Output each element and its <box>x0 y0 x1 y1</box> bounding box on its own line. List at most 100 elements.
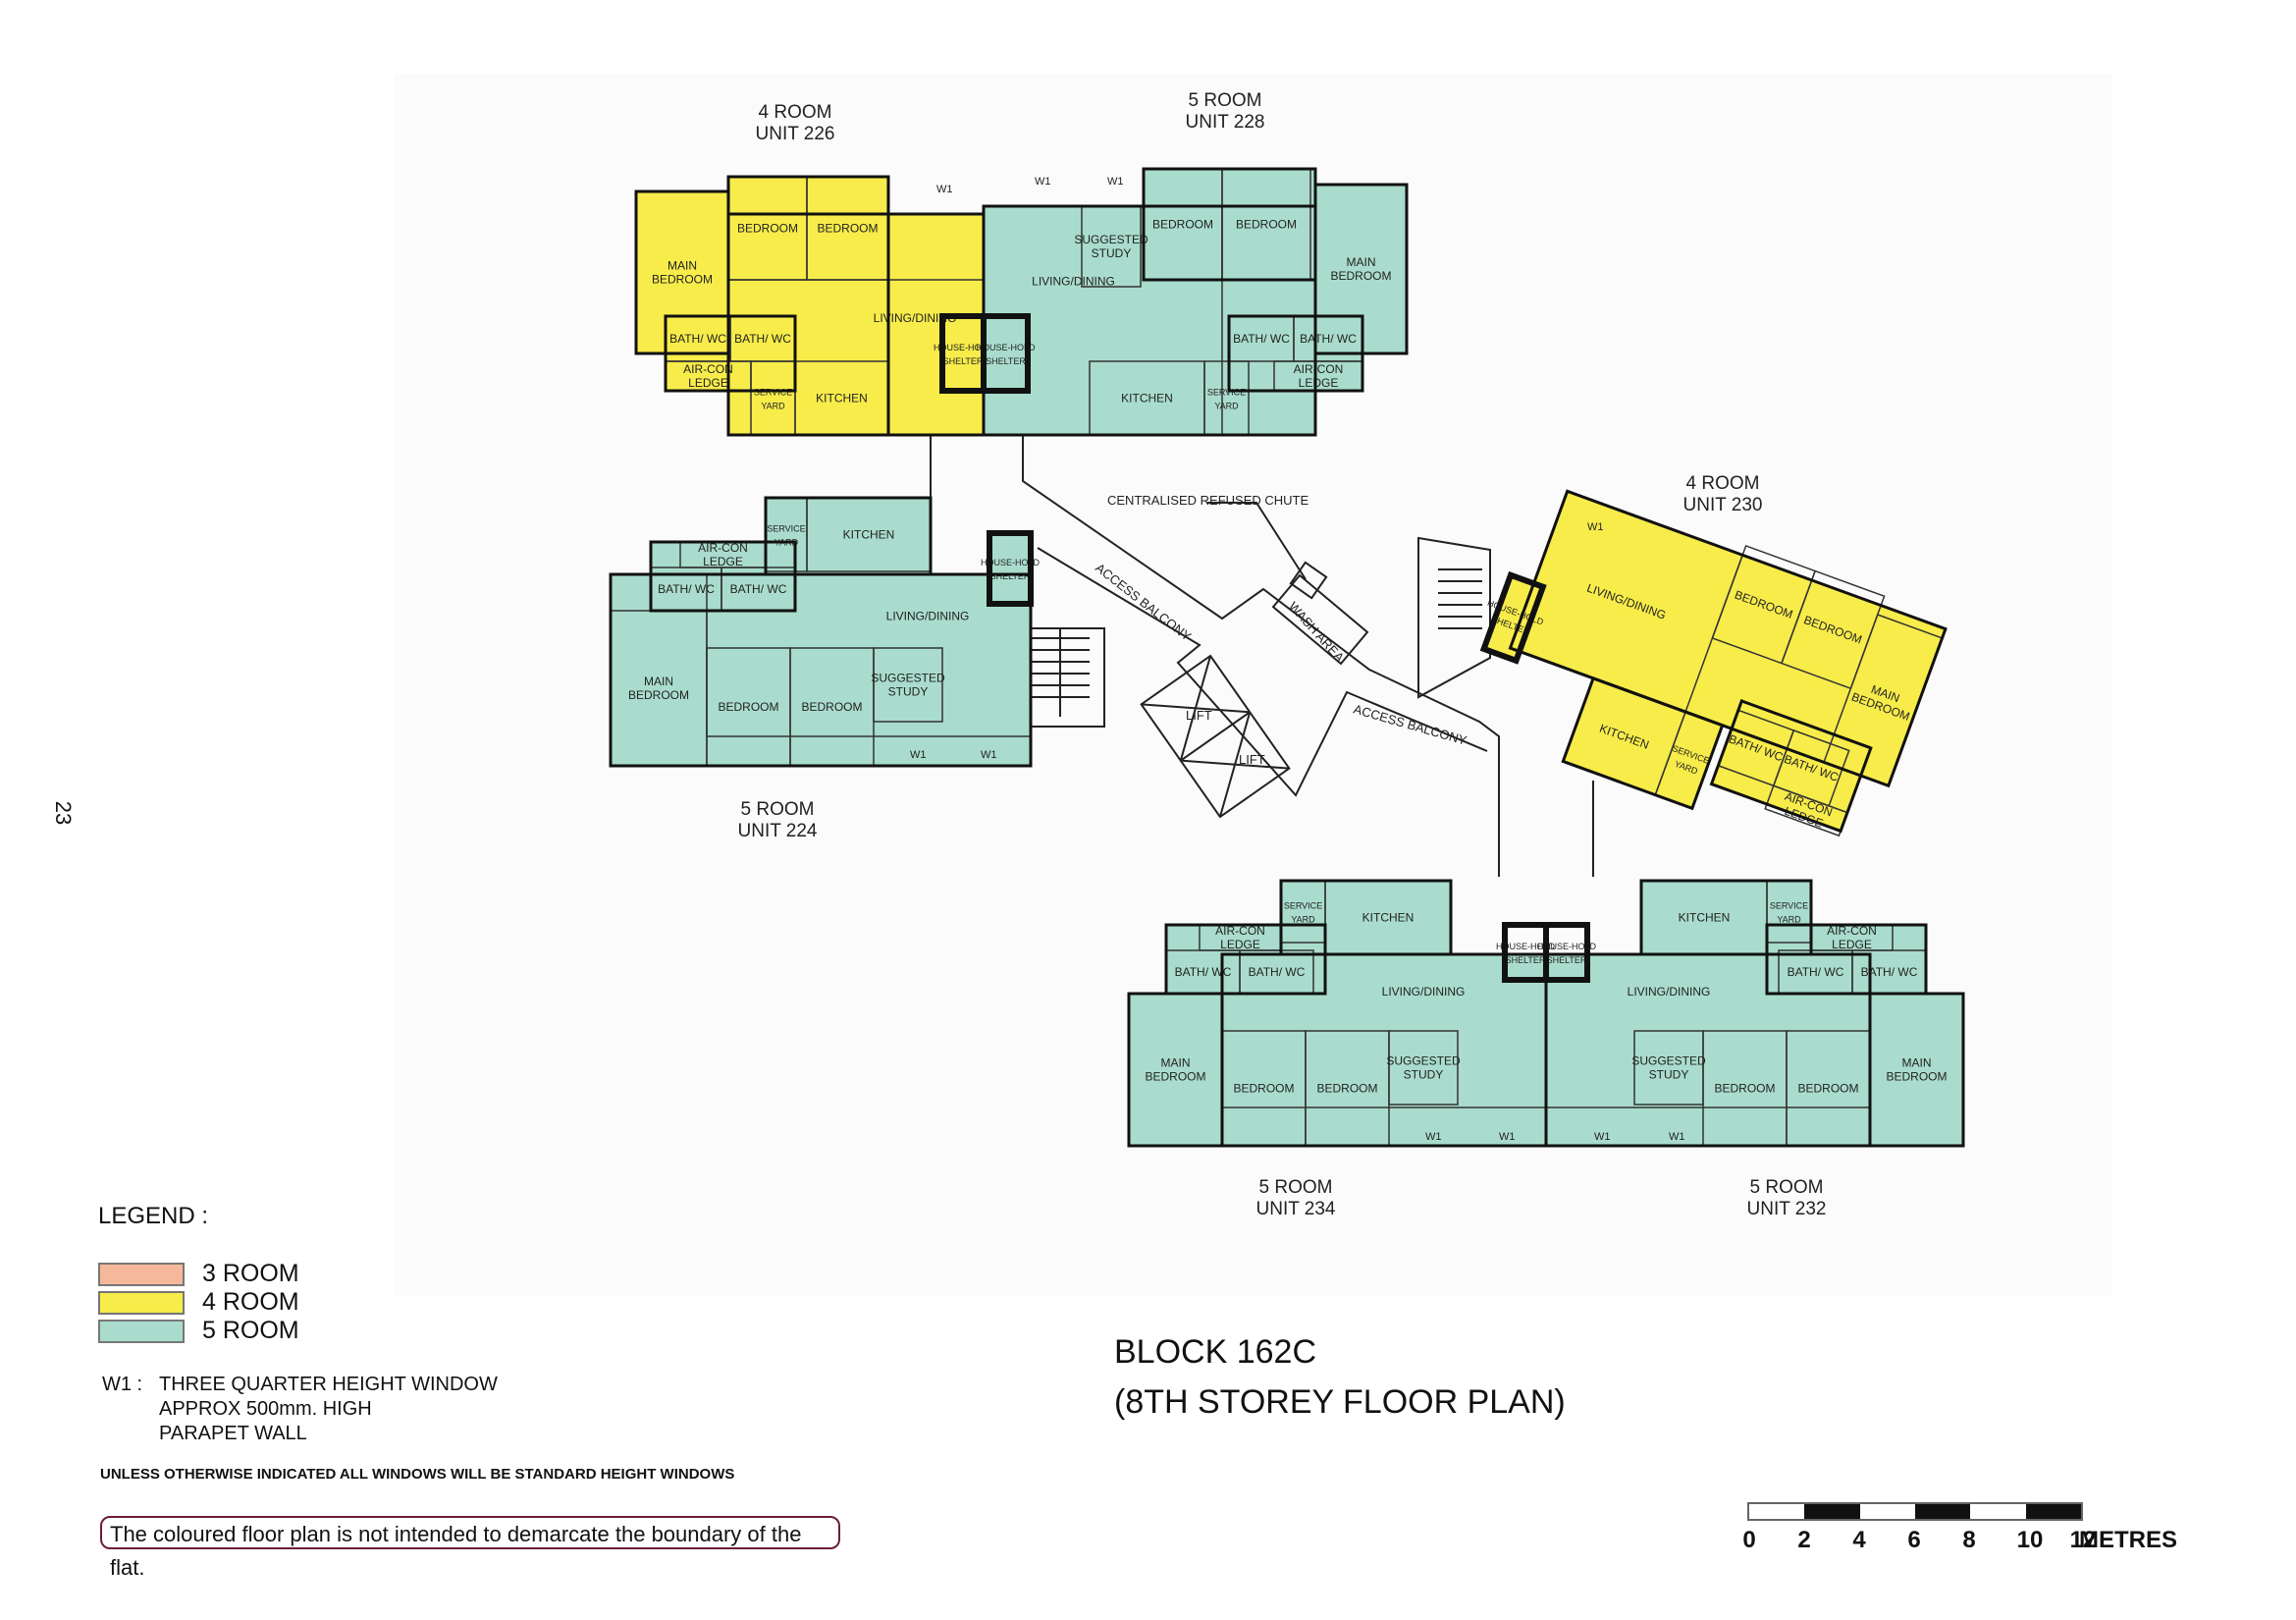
legend-label: 5 ROOM <box>202 1317 299 1344</box>
room-label: KITCHEN <box>1679 911 1731 925</box>
corridor-wall <box>1022 435 1500 877</box>
legend-label: 4 ROOM <box>202 1288 299 1316</box>
room-label: KITCHEN <box>1362 911 1415 925</box>
room-label: KITCHEN <box>1121 392 1173 405</box>
room-label: LIVING/DINING <box>1382 985 1466 999</box>
legend-swatch <box>98 1290 185 1315</box>
w1-window-tag: W1 <box>1035 176 1051 188</box>
shelter-wall <box>1479 570 1547 665</box>
staircase-left <box>1030 627 1105 728</box>
room-label: BEDROOM <box>1714 1082 1775 1096</box>
w1-window-tag: W1 <box>1594 1131 1611 1143</box>
room-label: BATH/ WC <box>1175 965 1232 979</box>
lift-label: LIFT <box>1239 752 1265 767</box>
room-label: BEDROOM <box>1233 1082 1294 1096</box>
w1-window-tag: W1 <box>1499 1131 1516 1143</box>
legend-label: 3 ROOM <box>202 1260 299 1287</box>
plan-title: BLOCK 162C (8TH STOREY FLOOR PLAN) <box>1114 1327 1566 1428</box>
room-label: BEDROOM <box>1152 218 1213 232</box>
room-label: BATH/ WC <box>658 582 715 596</box>
legend-item-4-room: 4 ROOM <box>98 1288 299 1317</box>
wall <box>1639 879 1813 956</box>
room-label: BEDROOM <box>737 222 798 236</box>
room-label: BATH/ WC <box>1300 332 1357 346</box>
staircase-right <box>1417 536 1491 699</box>
legend-item-3-room: 3 ROOM <box>98 1260 299 1288</box>
room-outline <box>1633 1030 1704 1106</box>
scale-tick: 4 <box>1852 1527 1866 1553</box>
room-label: LIVING/DINING <box>1032 275 1115 289</box>
room-label: LIVING/DINING <box>886 610 970 623</box>
access-balcony-label: ACCESS BALCONY <box>1093 561 1194 644</box>
page-number: 23 <box>51 800 77 826</box>
wall <box>1561 675 1725 811</box>
scale-tick: 12 <box>2069 1527 2097 1553</box>
w1-key: W1 : <box>102 1374 143 1395</box>
room-label: BATH/ WC <box>1788 965 1844 979</box>
w1-window-tag: W1 <box>936 184 953 195</box>
shelter-wall <box>981 313 1031 394</box>
room-label: BATH/ WC <box>669 332 726 346</box>
room-label: KITCHEN <box>843 528 895 542</box>
block-name: BLOCK 162C <box>1114 1333 1316 1371</box>
room-outline <box>873 647 943 723</box>
w1-line: THREE QUARTER HEIGHT WINDOW <box>159 1374 498 1395</box>
legend-swatch <box>98 1319 185 1343</box>
unit-floor-area <box>1870 994 1963 1146</box>
unit-floor-area <box>989 533 1031 604</box>
refuse-chute-label: CENTRALISED REFUSED CHUTE <box>1107 493 1308 508</box>
room-label: BEDROOM <box>1797 1082 1858 1096</box>
scale-segment <box>1749 1504 1805 1519</box>
room-label: BATH/ WC <box>1249 965 1306 979</box>
room-outline <box>1388 1030 1459 1106</box>
scale-unit: METRES <box>2078 1527 2178 1553</box>
scale-segment <box>1914 1504 1971 1519</box>
disclaimer-box: The coloured floor plan is not intended … <box>100 1516 840 1580</box>
room-label: KITCHEN <box>816 392 868 405</box>
windows-note: UNLESS OTHERWISE INDICATED ALL WINDOWS W… <box>100 1466 735 1483</box>
legend-item-5-room: 5 ROOM <box>98 1317 299 1345</box>
refuse-chute <box>1289 561 1328 600</box>
room-label: BEDROOM <box>817 222 878 236</box>
storey-name: (8TH STOREY FLOOR PLAN) <box>1114 1383 1566 1421</box>
scale-tick: 8 <box>1962 1527 1976 1553</box>
w1-window-tag: W1 <box>1587 521 1604 533</box>
w1-line: PARAPET WALL <box>159 1423 307 1444</box>
room-label: BEDROOM <box>1316 1082 1377 1096</box>
shelter-wall <box>1543 922 1590 983</box>
w1-window-tag: W1 <box>1107 176 1124 188</box>
legend-title: LEGEND : <box>98 1203 209 1229</box>
room-label: BATH/ WC <box>730 582 787 596</box>
scale-tick: 6 <box>1907 1527 1921 1553</box>
wall <box>664 314 797 393</box>
scale-tick: 2 <box>1797 1527 1811 1553</box>
room-label: BATH/ WC <box>734 332 791 346</box>
scale-tick: 10 <box>2016 1527 2044 1553</box>
w1-definition: W1 : THREE QUARTER HEIGHT WINDOW APPROX … <box>102 1373 498 1446</box>
wall <box>1164 923 1327 996</box>
wall <box>1765 923 1928 996</box>
unit-floor-area <box>1129 994 1222 1146</box>
